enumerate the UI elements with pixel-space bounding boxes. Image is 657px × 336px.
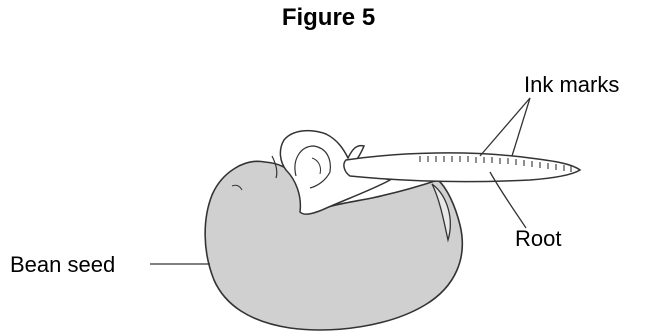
ink-marks-label: Ink marks [524, 72, 619, 98]
root-label: Root [515, 226, 561, 252]
bean-seed-label: Bean seed [10, 252, 115, 278]
ink-marks-leader-a [480, 98, 530, 156]
root [344, 153, 580, 182]
ink-marks-leader-b [512, 98, 530, 156]
